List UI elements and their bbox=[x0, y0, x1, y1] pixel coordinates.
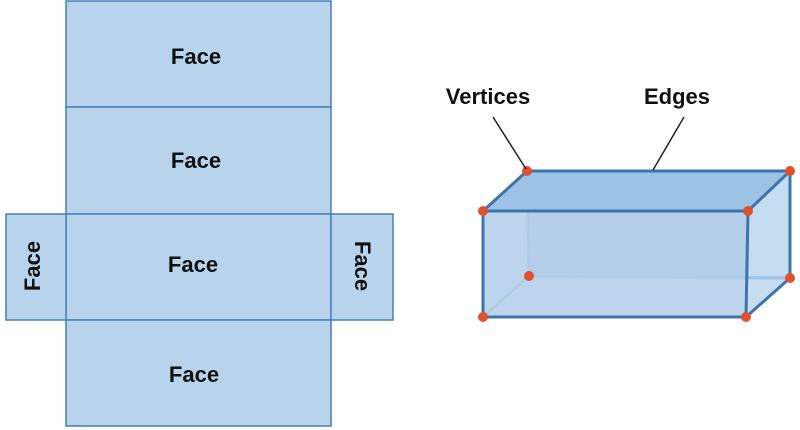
net-face-upper-middle bbox=[65, 106, 332, 215]
vertex-dot bbox=[785, 273, 795, 283]
face-label-right: Face bbox=[350, 241, 375, 291]
prism-right-face bbox=[746, 171, 790, 317]
vertex-dot bbox=[478, 206, 488, 216]
face-label-top: Face bbox=[171, 44, 221, 69]
edges-label: Edges bbox=[644, 84, 710, 109]
vertex-dot bbox=[743, 206, 753, 216]
vertices-leader-line bbox=[492, 116, 527, 170]
face-label-bottom: Face bbox=[169, 362, 219, 387]
net-face-top bbox=[65, 0, 332, 108]
face-label-upper-middle: Face bbox=[171, 148, 221, 173]
vertex-dot bbox=[522, 166, 532, 176]
face-label-left: Face bbox=[20, 241, 45, 291]
vertex-dot bbox=[524, 271, 534, 281]
net-face-center bbox=[65, 213, 332, 321]
face-label-center: Face bbox=[168, 252, 218, 277]
edges-leader-line bbox=[652, 116, 685, 171]
prism-top-face bbox=[483, 171, 790, 211]
prism-front-face bbox=[483, 211, 748, 317]
vertex-dot bbox=[478, 312, 488, 322]
prism-net: Face Face Face Face Face Face bbox=[5, 0, 394, 427]
net-face-bottom bbox=[65, 319, 332, 427]
vertices-label: Vertices bbox=[446, 84, 530, 109]
vertex-dot bbox=[785, 166, 795, 176]
vertex-dot bbox=[741, 312, 751, 322]
rectangular-prism bbox=[478, 166, 795, 322]
prism-vertices bbox=[478, 166, 795, 322]
net-face-right bbox=[330, 213, 394, 321]
net-face-left bbox=[5, 213, 67, 321]
callouts: Vertices Edges bbox=[446, 84, 710, 171]
